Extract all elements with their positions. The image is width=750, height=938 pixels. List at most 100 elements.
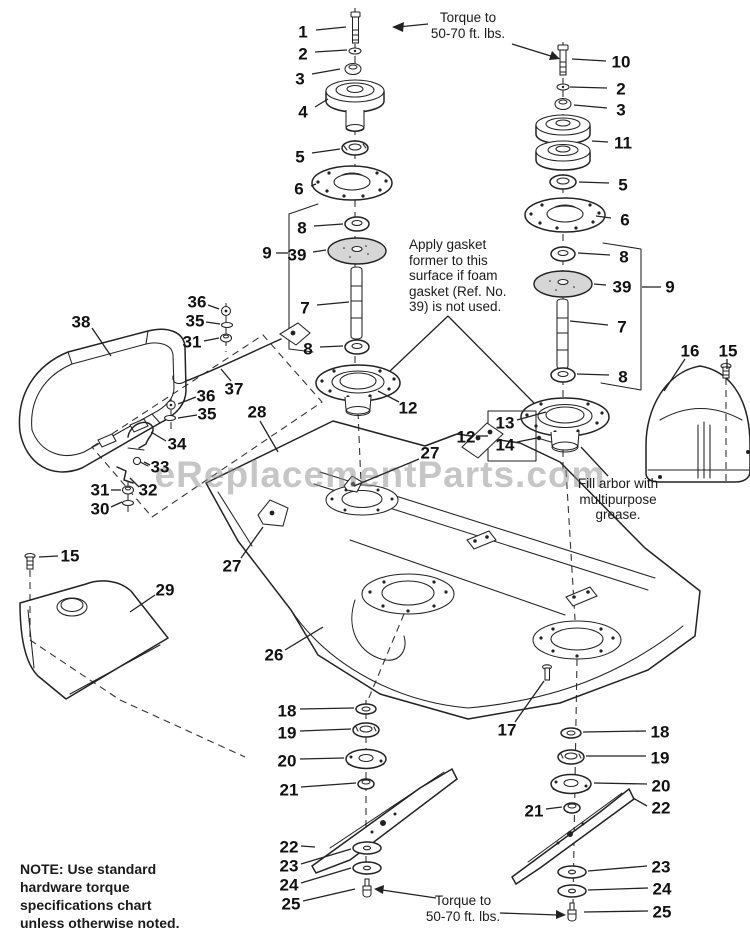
leader-line-34 [150, 431, 167, 442]
callout-22: 22 [280, 838, 299, 857]
callout-34: 34 [168, 435, 187, 454]
belt-guide-bracket-27b [257, 499, 289, 527]
callout-17: 17 [498, 721, 517, 740]
leader-line-7 [316, 301, 350, 306]
callout-22: 22 [652, 799, 671, 818]
leader-line-18 [582, 730, 647, 733]
callout-6: 6 [620, 211, 629, 230]
flange-6 [311, 165, 393, 201]
group-9-bracket-left [288, 203, 319, 353]
callout-9: 9 [665, 278, 674, 297]
callout-3: 3 [616, 101, 625, 120]
leader-line-14 [516, 437, 538, 443]
callout-2: 2 [298, 45, 307, 64]
leader-line-29 [129, 594, 156, 613]
leader-line-8 [577, 252, 611, 256]
nut-31a [219, 333, 233, 343]
cup-20a [345, 748, 387, 770]
callout-8: 8 [619, 248, 628, 267]
nut-31b [121, 485, 135, 495]
deck-ring-center [361, 573, 455, 615]
torque-note-top-line1: Torque to [439, 10, 497, 25]
deck-26 [205, 420, 701, 720]
callout-36: 36 [197, 387, 216, 406]
callout-1: 1 [298, 23, 307, 42]
callout-20: 20 [652, 777, 671, 796]
callout-4: 4 [298, 103, 308, 122]
washer-23a [352, 841, 382, 855]
leader-line-18 [299, 707, 355, 710]
callout-8: 8 [297, 219, 306, 238]
bearing-19a [352, 722, 380, 738]
callout-7: 7 [617, 318, 626, 337]
callout-8: 8 [618, 368, 627, 387]
callout-27: 27 [223, 557, 242, 576]
callout-21: 21 [280, 781, 299, 800]
gasket-note-leader-right [447, 315, 535, 404]
callout-15: 15 [719, 342, 738, 361]
callout-37: 37 [225, 380, 244, 399]
callout-39: 39 [613, 278, 632, 297]
torque-note-top: Torque to 50-70 ft. lbs. [412, 10, 524, 41]
leader-line-27 [353, 458, 420, 487]
callout-19: 19 [651, 749, 670, 768]
shaft-7b [556, 298, 569, 370]
leader-line-4 [314, 98, 329, 108]
belt-guide-bracket-27a [343, 475, 363, 493]
left-spindle-assembly [311, 11, 401, 417]
foam-gasket-39b [533, 270, 593, 298]
gasket-note-leader-left [389, 315, 449, 372]
leader-line-7 [569, 320, 609, 326]
annotation-leaders [374, 22, 609, 919]
callout-23: 23 [280, 857, 299, 876]
callout-14: 14 [496, 436, 515, 455]
spindle-cover-16 [645, 365, 750, 483]
leader-line-5 [578, 181, 610, 184]
grease-note: Fill arbor with multipurpose grease. [577, 476, 659, 522]
shaft-7 [350, 266, 363, 340]
leader-line-28 [259, 420, 279, 453]
bearing-8-lower [344, 339, 370, 355]
hanger-bracket [461, 422, 504, 459]
callout-29: 29 [156, 581, 175, 600]
leader-line-8 [313, 223, 344, 227]
callout-36: 36 [188, 293, 207, 312]
callout-12: 12 [399, 399, 418, 418]
callout-6: 6 [294, 180, 303, 199]
gasket-note: Apply gasket former to this surface if f… [409, 237, 507, 314]
callout-32: 32 [139, 481, 158, 500]
washer-30 [121, 499, 135, 507]
callout-16: 16 [681, 342, 700, 361]
deck-ring-right [532, 620, 622, 660]
bolt-33 [132, 456, 149, 467]
pulley-4 [325, 79, 385, 133]
leader-line-8 [319, 345, 344, 348]
callout-20: 20 [278, 752, 297, 771]
callout-23: 23 [652, 858, 671, 877]
leader-line-13 [516, 411, 547, 421]
leader-line-6 [310, 183, 317, 187]
blades [311, 767, 635, 886]
leader-line-3 [311, 68, 341, 75]
leader-line-5 [311, 148, 341, 154]
leader-line-35 [177, 414, 198, 419]
bolt-10 [557, 44, 569, 76]
mandrel-brace [351, 599, 406, 661]
leader-line-24 [587, 887, 649, 891]
leader-line-21 [545, 806, 563, 810]
callout-33: 33 [151, 458, 170, 477]
grease-note-leader [580, 446, 609, 477]
callout-25: 25 [653, 903, 672, 922]
washer-2b [556, 83, 570, 91]
bearing-8-upper [344, 216, 370, 232]
blade-hardware-left [345, 703, 387, 898]
leader-line-22 [300, 845, 316, 848]
bolt-36b [166, 400, 176, 410]
leader-line-35 [205, 321, 221, 325]
bearing-5b [549, 174, 577, 190]
callout-24: 24 [653, 880, 672, 899]
callout-38: 38 [72, 313, 91, 332]
leader-line-10 [571, 58, 607, 62]
bolt-1 [350, 11, 361, 44]
callout-2: 2 [616, 80, 625, 99]
